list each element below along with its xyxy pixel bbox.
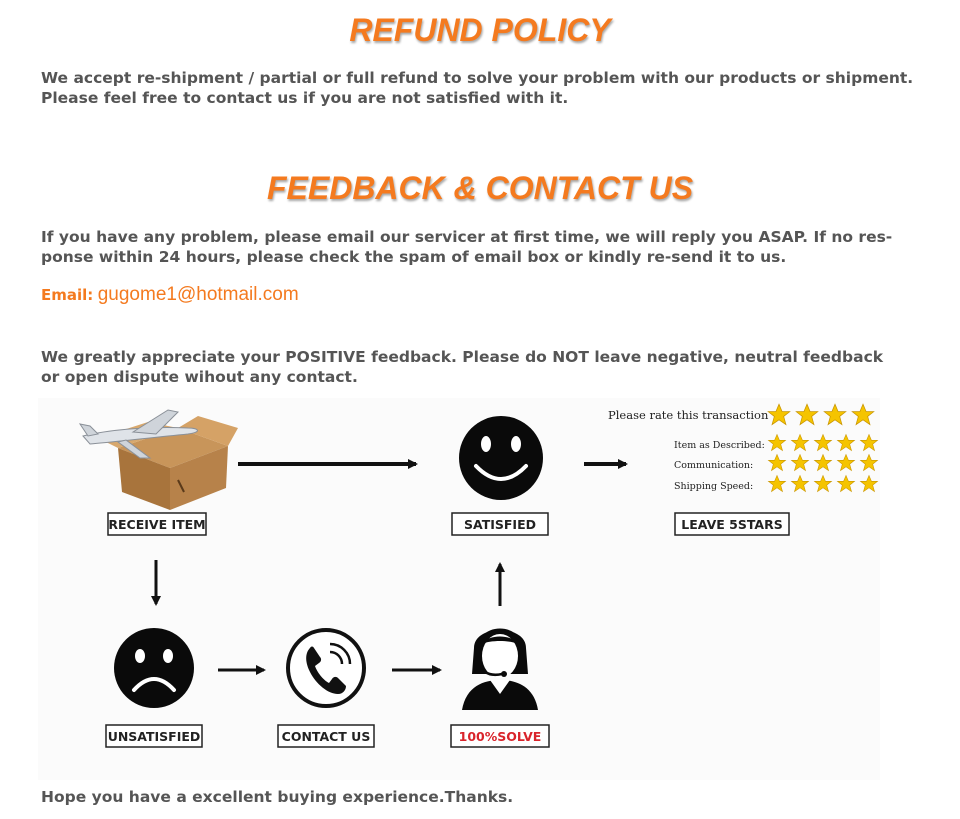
star-icon[interactable] bbox=[768, 475, 786, 492]
feedback-flow-diagram: RECEIVE ITEM SATISFIED LEAVE 5STARS UNSA… bbox=[38, 398, 880, 780]
rating-label-item-described: Item as Described: bbox=[674, 440, 765, 451]
contact-us-label-box: CONTACT US bbox=[277, 724, 375, 748]
star-icon[interactable] bbox=[837, 475, 855, 492]
star-icon[interactable] bbox=[860, 475, 878, 492]
rating-label-shipping-speed: Shipping Speed: bbox=[674, 481, 753, 492]
appeal-line-1: We greatly appreciate your POSITIVE feed… bbox=[41, 348, 884, 366]
feedback-contact-text: If you have any problem, please email ou… bbox=[41, 227, 921, 267]
refund-policy-heading: REFUND POLICY bbox=[349, 12, 611, 48]
receive-item-label: RECEIVE ITEM bbox=[108, 517, 205, 532]
solve-label: 100%SOLVE bbox=[459, 729, 542, 744]
star-icon[interactable] bbox=[814, 434, 832, 451]
feedback-contact-heading: FEEDBACK & CONTACT US bbox=[266, 170, 694, 206]
email-row: Email: gugome1@hotmail.com bbox=[41, 284, 299, 306]
rating-header-stars bbox=[767, 403, 875, 425]
phone-icon bbox=[286, 628, 366, 708]
star-icon[interactable] bbox=[837, 454, 855, 471]
rating-panel: Please rate this transaction Item as Des… bbox=[608, 403, 878, 492]
flow-diagram-svg: RECEIVE ITEM SATISFIED LEAVE 5STARS UNSA… bbox=[78, 403, 878, 748]
closing-text: Hope you have a excellent buying experie… bbox=[41, 788, 514, 806]
star-icon[interactable] bbox=[791, 434, 809, 451]
star-icon[interactable] bbox=[823, 403, 847, 425]
star-icon[interactable] bbox=[814, 475, 832, 492]
star-icon[interactable] bbox=[768, 454, 786, 471]
satisfied-label-box: SATISFIED bbox=[451, 512, 549, 536]
satisfied-label: SATISFIED bbox=[464, 517, 536, 532]
support-agent-icon bbox=[462, 628, 538, 710]
refund-line-2: Please feel free to contact us if you ar… bbox=[41, 89, 569, 107]
feedback-line-2: ponse within 24 hours, please check the … bbox=[41, 248, 787, 266]
unsatisfied-label: UNSATISFIED bbox=[108, 729, 201, 744]
rating-label-communication: Communication: bbox=[674, 460, 753, 471]
rating-row-stars bbox=[768, 434, 878, 492]
receive-item-label-box: RECEIVE ITEM bbox=[107, 512, 207, 536]
star-icon[interactable] bbox=[860, 454, 878, 471]
star-icon[interactable] bbox=[767, 403, 791, 425]
contact-us-label: CONTACT US bbox=[282, 729, 371, 744]
star-icon[interactable] bbox=[768, 434, 786, 451]
refund-policy-text: We accept re-shipment / partial or full … bbox=[41, 68, 921, 108]
star-icon[interactable] bbox=[814, 454, 832, 471]
feedback-appeal-text: We greatly appreciate your POSITIVE feed… bbox=[41, 347, 921, 387]
appeal-line-2: or open dispute wihout any contact. bbox=[41, 368, 358, 386]
refund-line-1: We accept re-shipment / partial or full … bbox=[41, 69, 914, 87]
email-link[interactable]: gugome1@hotmail.com bbox=[97, 284, 299, 305]
leave-5stars-label: LEAVE 5STARS bbox=[681, 517, 782, 532]
email-label: Email: bbox=[41, 286, 94, 304]
star-icon[interactable] bbox=[837, 434, 855, 451]
feedback-line-1: If you have any problem, please email ou… bbox=[41, 228, 893, 246]
happy-face-icon bbox=[459, 416, 543, 500]
unsatisfied-label-box: UNSATISFIED bbox=[105, 724, 203, 748]
star-icon[interactable] bbox=[791, 475, 809, 492]
leave-5stars-label-box: LEAVE 5STARS bbox=[674, 512, 790, 536]
box-airplane-icon bbox=[78, 409, 238, 510]
sad-face-icon bbox=[114, 628, 194, 708]
rating-header: Please rate this transaction bbox=[608, 408, 769, 422]
star-icon[interactable] bbox=[795, 403, 819, 425]
star-icon[interactable] bbox=[860, 434, 878, 451]
solve-label-box: 100%SOLVE bbox=[450, 724, 550, 748]
star-icon[interactable] bbox=[851, 403, 875, 425]
star-icon[interactable] bbox=[791, 454, 809, 471]
